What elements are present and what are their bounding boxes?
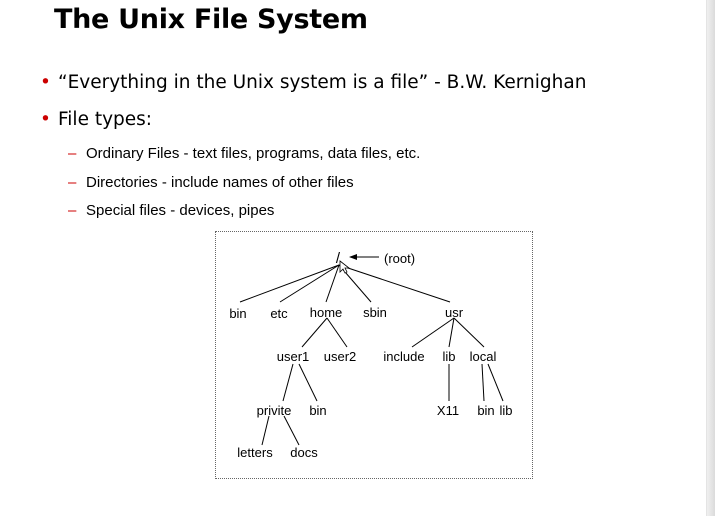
edge-user1-bin [298, 363, 318, 402]
node-letters: letters [237, 445, 273, 460]
node-lib: lib [442, 349, 455, 364]
node-include: include [383, 349, 424, 364]
subitem-text: Directories - include names of other fil… [86, 174, 354, 191]
node-root-note: (root) [384, 251, 415, 266]
node-docs: docs [290, 445, 318, 460]
edge-root-etc [279, 264, 340, 303]
bullet-dot: • [40, 109, 51, 130]
node-local-bin: bin [477, 403, 494, 418]
mouse-cursor-icon [339, 260, 351, 274]
node-usr: usr [445, 305, 464, 320]
node-etc: etc [270, 306, 288, 321]
subitem-ordinary-files: –Ordinary Files - text files, programs, … [68, 145, 420, 162]
bullet-text: “Everything in the Unix system is a file… [58, 72, 587, 93]
edge-home-user2 [326, 317, 348, 348]
bullet-file-types: • File types: [40, 109, 152, 130]
edge-privite-letters [261, 415, 270, 446]
dash-marker: – [68, 174, 77, 191]
subitem-text: Special files - devices, pipes [86, 202, 275, 219]
slide-title: The Unix File System [54, 4, 368, 35]
edge-home-user1 [301, 317, 328, 348]
edge-usr-include [411, 317, 455, 348]
file-tree-svg: / (root) bin etc home sbin usr user1 use… [229, 250, 512, 460]
bullet-dot: • [40, 72, 51, 93]
node-bin: bin [229, 306, 246, 321]
subitem-text: Ordinary Files - text files, programs, d… [86, 145, 421, 162]
node-user2: user2 [324, 349, 357, 364]
slide-right-edge [706, 0, 715, 516]
node-x11: X11 [437, 403, 459, 418]
dash-marker: – [68, 145, 77, 162]
bullet-text: File types: [58, 109, 153, 130]
edge-local-bin [481, 363, 485, 402]
node-user1: user1 [277, 349, 310, 364]
subitem-special-files: –Special files - devices, pipes [68, 202, 274, 219]
edge-root-home [325, 264, 340, 303]
edge-local-lib [487, 363, 504, 402]
edge-user1-privite [282, 363, 294, 402]
file-tree-diagram: / (root) bin etc home sbin usr user1 use… [215, 231, 533, 479]
node-home: home [310, 305, 343, 320]
edge-root-bin [239, 264, 340, 303]
dash-marker: – [68, 202, 77, 219]
node-sbin: sbin [363, 305, 387, 320]
node-local: local [470, 349, 497, 364]
edge-usr-local [453, 317, 485, 348]
edge-usr-lib [448, 317, 455, 348]
node-root: / [336, 250, 341, 267]
edge-privite-docs [283, 415, 300, 446]
node-user1-bin: bin [309, 403, 326, 418]
node-local-lib: lib [499, 403, 512, 418]
subitem-directories: –Directories - include names of other fi… [68, 174, 354, 191]
edge-root-usr [338, 264, 451, 303]
bullet-quote: • “Everything in the Unix system is a fil… [40, 72, 586, 93]
node-privite: privite [257, 403, 292, 418]
